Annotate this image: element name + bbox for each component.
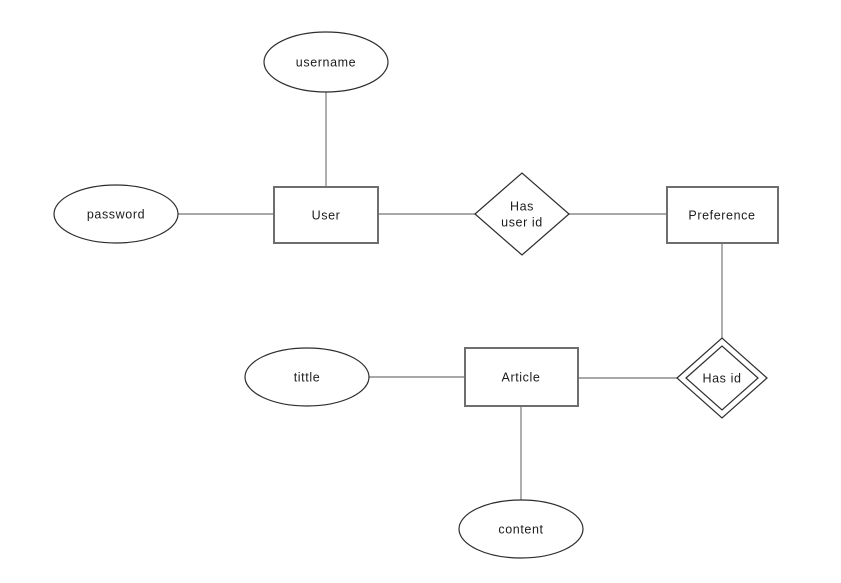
attribute-tittle[interactable]: tittle (244, 347, 370, 407)
attribute-ellipse[interactable] (53, 184, 179, 244)
attribute-label: password (87, 207, 145, 221)
entity-user[interactable]: User (273, 186, 379, 244)
attribute-label: tittle (294, 370, 321, 384)
relationship-diamond-inner (685, 345, 759, 411)
attribute-ellipse[interactable] (458, 499, 584, 559)
entity-box[interactable] (666, 186, 779, 244)
attribute-password[interactable]: password (53, 184, 179, 244)
entity-label: User (312, 208, 341, 222)
attribute-ellipse[interactable] (263, 31, 389, 93)
relationship-has-id[interactable]: Has id (676, 337, 768, 419)
entity-box[interactable] (464, 347, 579, 407)
attribute-label: content (498, 522, 543, 536)
entity-label: Article (502, 370, 541, 384)
entity-label: Preference (688, 208, 755, 222)
relationship-has-user-id[interactable]: Has user id (474, 172, 570, 256)
attribute-username[interactable]: username (263, 31, 389, 93)
connector-layer (178, 92, 723, 501)
relationship-diamond-outer[interactable] (676, 337, 768, 419)
entity-box[interactable] (273, 186, 379, 244)
relationship-label-line1: Has (510, 199, 534, 213)
relationship-label-line2: user id (501, 215, 543, 229)
relationship-label-line1: Has id (702, 371, 741, 385)
relationship-diamond[interactable] (474, 172, 570, 256)
attribute-content[interactable]: content (458, 499, 584, 559)
attribute-label: username (296, 55, 356, 69)
entity-article[interactable]: Article (464, 347, 579, 407)
entity-preference[interactable]: Preference (666, 186, 779, 244)
attribute-ellipse[interactable] (244, 347, 370, 407)
